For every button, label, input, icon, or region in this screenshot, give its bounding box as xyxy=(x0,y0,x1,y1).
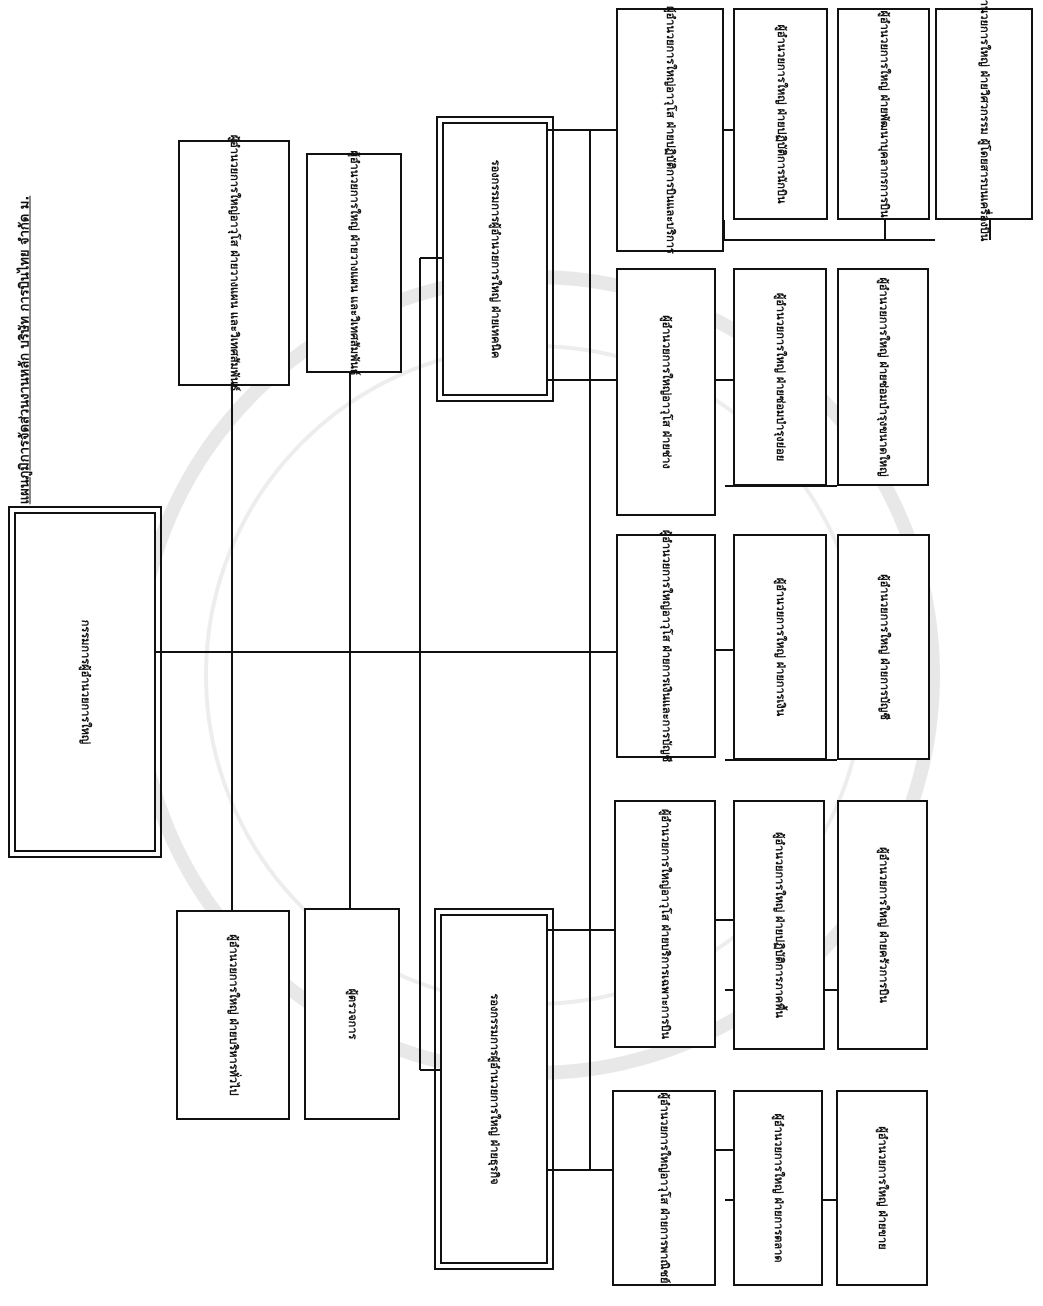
ceo-box: กรรมการผู้อำนวยการใหญ่ xyxy=(8,506,162,858)
line-maintenance-label: ผู้อำนวยการใหญ่ ฝ่ายซ่อมบำรุงย่อย xyxy=(774,292,787,462)
sales-box: ผู้อำนวยการใหญ่ ฝ่ายขาย xyxy=(836,1090,928,1286)
ground-ops-label: ผู้อำนวยการใหญ่ ฝ่ายปฏิบัติการภาคพื้น xyxy=(773,832,786,1018)
commercial-label: ผู้อำนวยการใหญ่อาวุโส ฝ่ายการพาณิชย์ xyxy=(658,1092,671,1284)
ground-ops-box: ผู้อำนวยการใหญ่ ฝ่ายปฏิบัติการภาคพื้น xyxy=(733,800,825,1050)
evp-technical-label: รองกรรมการผู้อำนวยการใหญ่ ฝ่ายเทคนิค xyxy=(489,159,502,359)
catering-label: ผู้อำนวยการใหญ่ ฝ่ายครัวการบิน xyxy=(876,847,890,1003)
flight-ops-box: ผู้อำนวยการใหญ่อาวุโส ฝ่ายปฏิบัติการบินแ… xyxy=(616,6,724,254)
planning-box: ผู้อำนวยการใหญ่อาวุโส ฝ่ายวางแผน และวิเท… xyxy=(178,135,290,391)
evp-business-label: รองกรรมการผู้อำนวยการใหญ่ ฝ่ายธุรกิจ xyxy=(488,993,501,1185)
evp-business-box: รองกรรมการผู้อำนวยการใหญ่ ฝ่ายธุรกิจ xyxy=(434,908,554,1270)
engineering-box: ผู้อำนวยการใหญ่อาวุโส ฝ่ายช่าง xyxy=(616,268,716,516)
planning-sub-label: ผู้อำนวยการใหญ่ ฝ่ายวางแผน และวิเทศสัมพั… xyxy=(348,150,361,376)
auditor-label: ผู้ตรวจการ xyxy=(346,988,359,1040)
heavy-maintenance-box: ผู้อำนวยการใหญ่ ฝ่ายซ่อมบำรุงขนาดใหญ่ xyxy=(837,268,929,486)
evp-technical-box: รองกรรมการผู้อำนวยการใหญ่ ฝ่ายเทคนิค xyxy=(436,116,554,402)
pilots-box: ผู้อำนวยการใหญ่ ฝ่ายปฏิบัติการนักบิน xyxy=(733,8,828,220)
accounting-label: ผู้อำนวยการใหญ่ ฝ่ายการบัญชี xyxy=(877,574,891,720)
finance-box: ผู้อำนวยการใหญ่อาวุโส ฝ่ายการเงินและการบ… xyxy=(616,530,716,762)
aircraft-engineering-box: ผู้อำนวยการใหญ่ ฝ่ายวิศวกรรม ผู้โดยสารบน… xyxy=(935,0,1033,241)
line-maintenance-box: ผู้อำนวยการใหญ่ ฝ่ายซ่อมบำรุงย่อย xyxy=(733,268,827,486)
auditor-box: ผู้ตรวจการ xyxy=(304,908,400,1120)
commercial-box: ผู้อำนวยการใหญ่อาวุโส ฝ่ายการพาณิชย์ xyxy=(612,1090,716,1286)
engineering-label: ผู้อำนวยการใหญ่อาวุโส ฝ่ายช่าง xyxy=(660,315,673,469)
heavy-maintenance-label: ผู้อำนวยการใหญ่ ฝ่ายซ่อมบำรุงขนาดใหญ่ xyxy=(877,277,890,477)
finance-label: ผู้อำนวยการใหญ่อาวุโส ฝ่ายการเงินและการบ… xyxy=(660,529,673,763)
planning-label: ผู้อำนวยการใหญ่อาวุโส ฝ่ายวางแผน และวิเท… xyxy=(228,134,241,392)
pilots-label: ผู้อำนวยการใหญ่ ฝ่ายปฏิบัติการนักบิน xyxy=(774,24,788,204)
general-admin-box: ผู้อำนวยการใหญ่ ฝ่ายบริหารทั่วไป xyxy=(176,910,290,1120)
general-admin-label: ผู้อำนวยการใหญ่ ฝ่ายบริหารทั่วไป xyxy=(227,934,240,1096)
training-box: ผู้อำนวยการใหญ่ ฝ่ายพัฒนาบุคลากรการบิน xyxy=(837,8,930,220)
accounting-box: ผู้อำนวยการใหญ่ ฝ่ายการบัญชี xyxy=(837,534,930,760)
training-label: ผู้อำนวยการใหญ่ ฝ่ายพัฒนาบุคลากรการบิน xyxy=(877,10,891,218)
passenger-services-box: ผู้อำนวยการใหญ่อาวุโส ฝ่ายบริการเฉพาะการ… xyxy=(614,800,716,1048)
catering-box: ผู้อำนวยการใหญ่ ฝ่ายครัวการบิน xyxy=(837,800,928,1050)
finance-sub-label: ผู้อำนวยการใหญ่ ฝ่ายการเงิน xyxy=(774,577,787,717)
ceo-label: กรรมการผู้อำนวยการใหญ่ xyxy=(79,619,92,745)
sales-label: ผู้อำนวยการใหญ่ ฝ่ายขาย xyxy=(876,1126,889,1250)
passenger-services-label: ผู้อำนวยการใหญ่อาวุโส ฝ่ายบริการเฉพาะการ… xyxy=(659,808,672,1040)
marketing-box: ผู้อำนวยการใหญ่ ฝ่ายการตลาด xyxy=(733,1090,823,1286)
planning-sub-box: ผู้อำนวยการใหญ่ ฝ่ายวางแผน และวิเทศสัมพั… xyxy=(306,150,402,376)
marketing-label: ผู้อำนวยการใหญ่ ฝ่ายการตลาด xyxy=(772,1113,785,1263)
flight-ops-label: ผู้อำนวยการใหญ่อาวุโส ฝ่ายปฏิบัติการบินแ… xyxy=(664,6,677,254)
finance-sub-box: ผู้อำนวยการใหญ่ ฝ่ายการเงิน xyxy=(733,534,827,760)
aircraft-engineering-label: ผู้อำนวยการใหญ่ ฝ่ายวิศวกรรม ผู้โดยสารบน… xyxy=(978,0,991,242)
